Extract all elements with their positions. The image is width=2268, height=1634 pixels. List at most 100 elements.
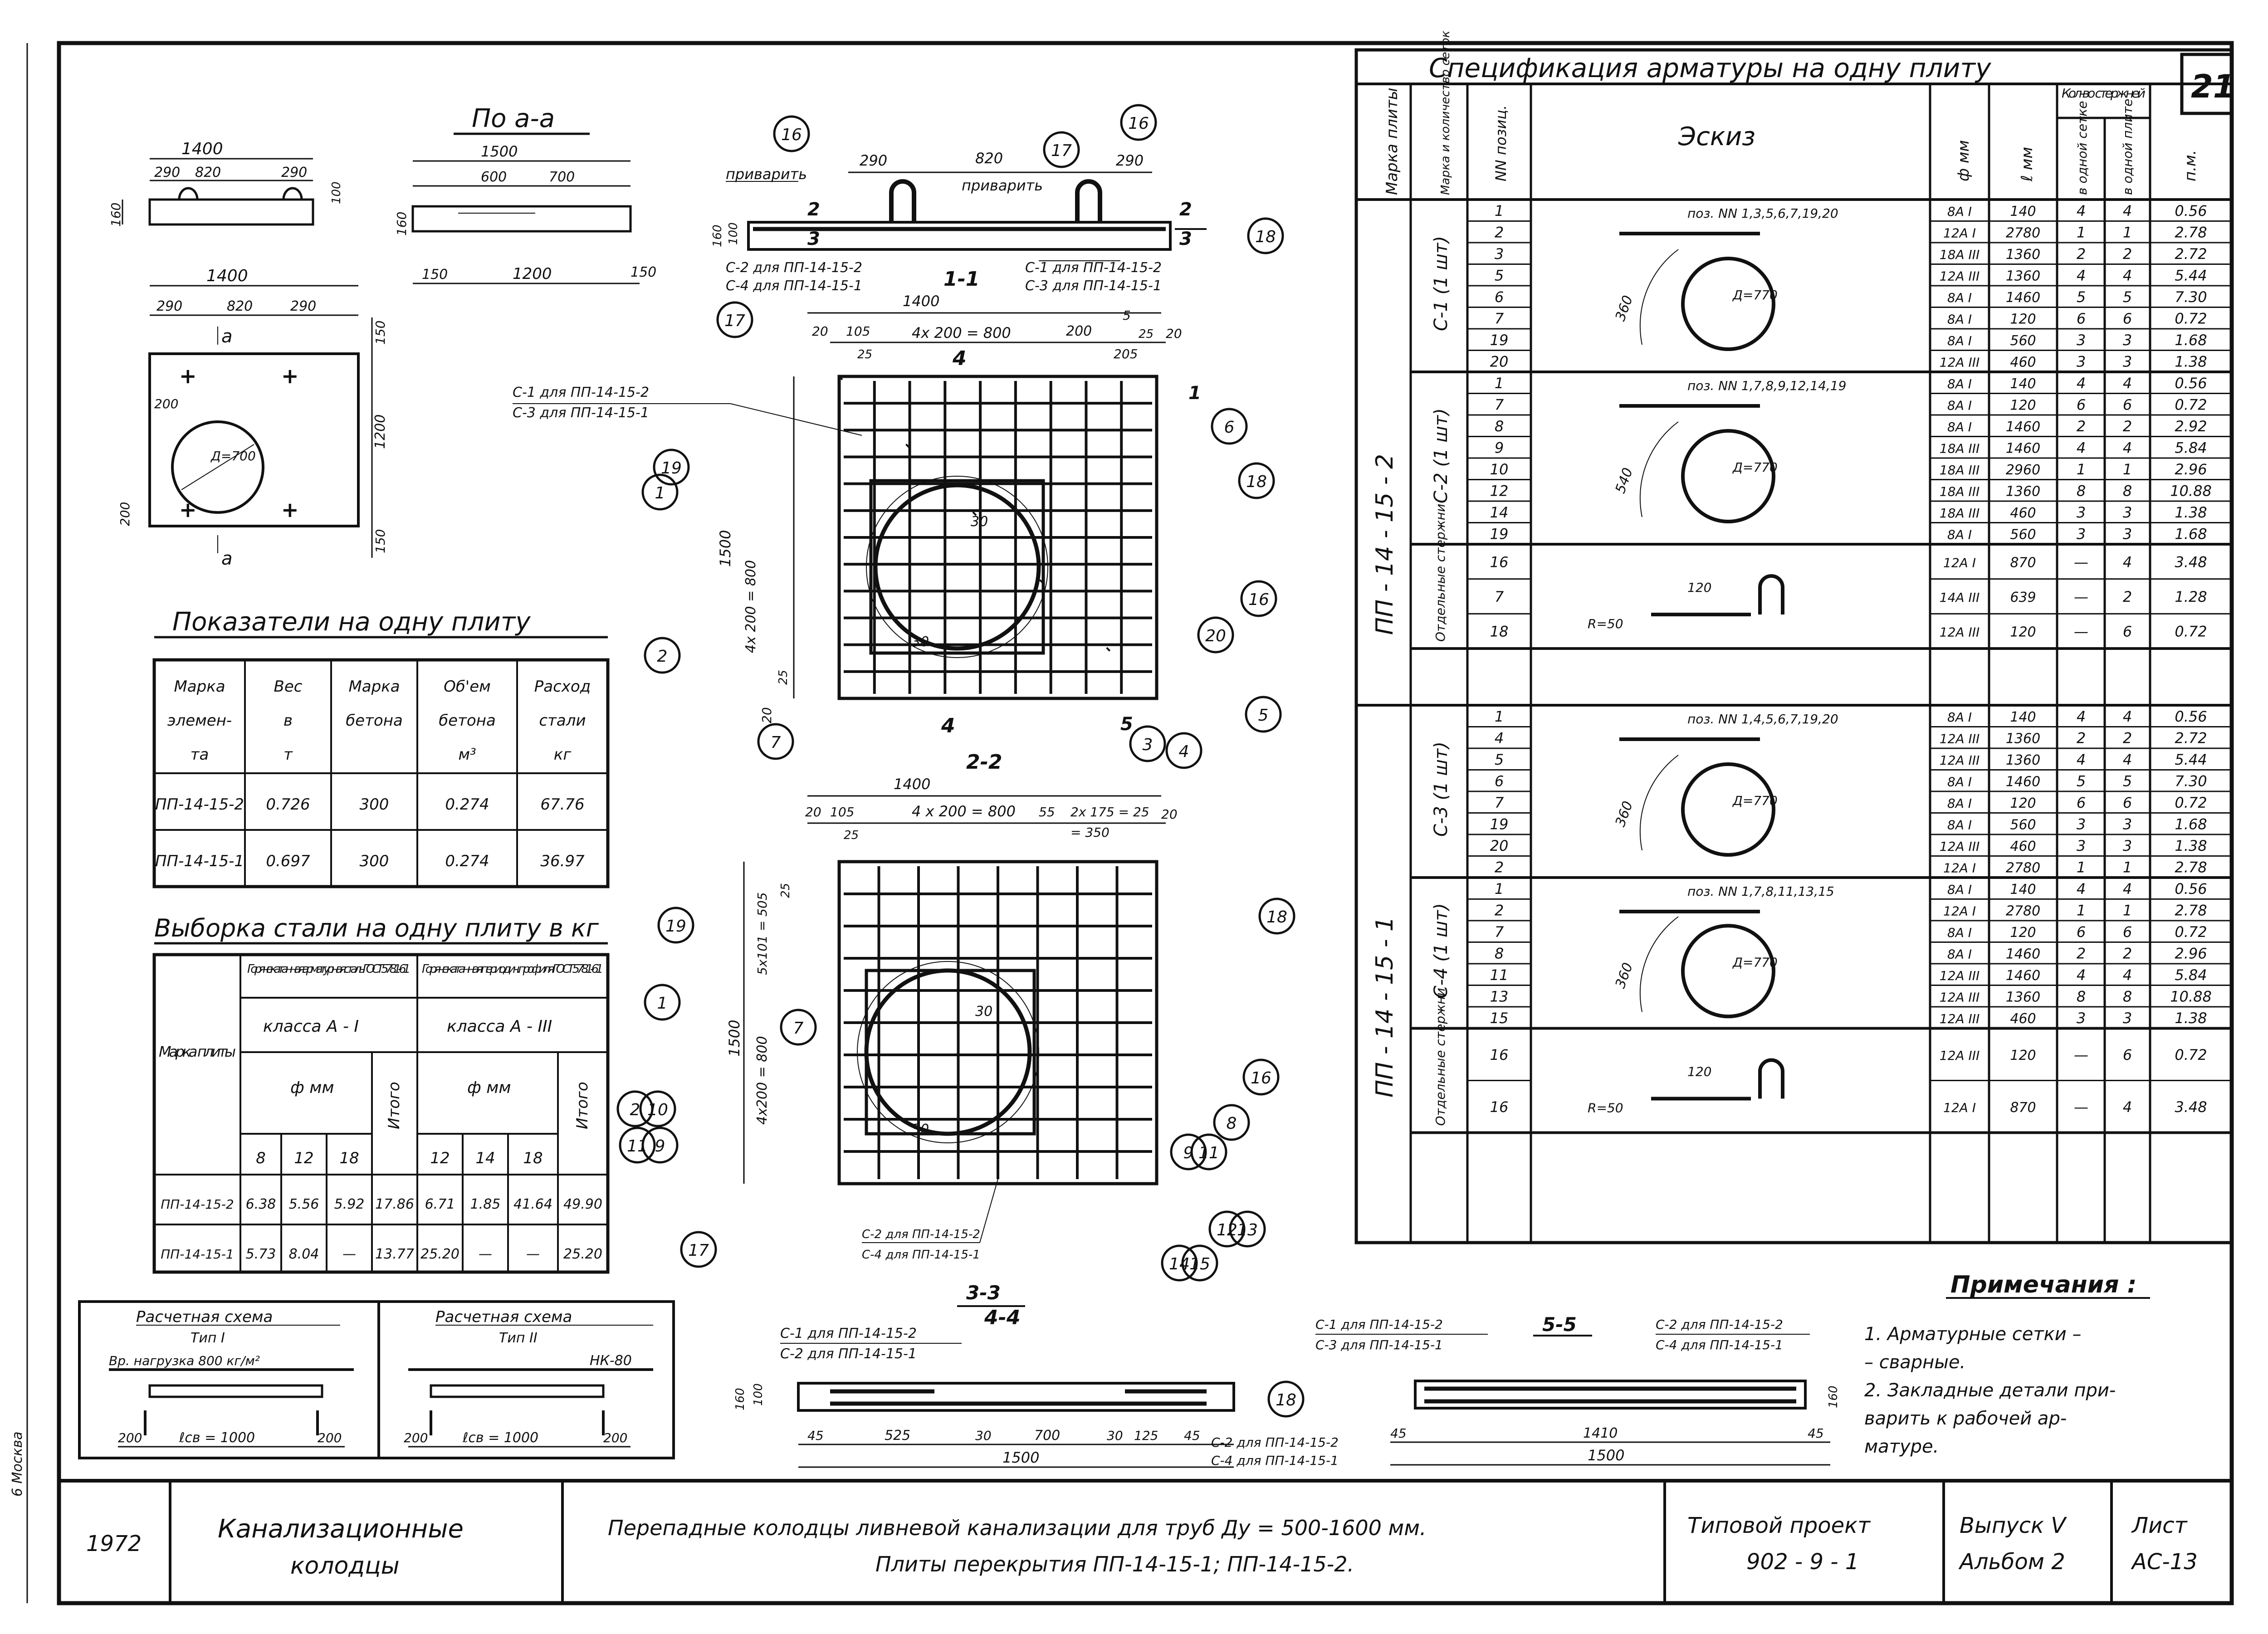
spec-length: 1360: [2006, 989, 2040, 1005]
svg-text:100: 100: [752, 1383, 765, 1406]
svg-text:20: 20: [1166, 326, 1182, 341]
spec-length: 560: [2010, 333, 2036, 349]
pokazateli-header-cell: Расход: [534, 678, 591, 696]
spec-length: 1360: [2006, 268, 2040, 284]
spec-count-mesh: —: [2074, 1046, 2088, 1063]
spec-count-plate: 3: [2123, 353, 2132, 370]
spec-table: Спецификация арматуры на одну плиту Марк…: [1354, 30, 2234, 1244]
callout-number: 1: [657, 994, 668, 1013]
svg-text:902 - 9 - 1: 902 - 9 - 1: [1746, 1549, 1859, 1575]
spec-sketch-note: поз. NN 1,7,8,11,13,15: [1687, 884, 1834, 899]
svg-text:С-1 для ПП-14-15-2: С-1 для ПП-14-15-2: [1025, 260, 1162, 276]
spec-run-meters: 2.72: [2175, 729, 2207, 746]
section-55: 5-5 С-1 для ПП-14-15-2 С-3 для ПП-14-15-…: [1315, 1313, 1840, 1466]
svg-text:ℓсв = 1000: ℓсв = 1000: [462, 1430, 538, 1446]
spec-count-mesh: 5: [2077, 772, 2086, 790]
svg-text:150: 150: [631, 264, 656, 280]
svg-text:3: 3: [1179, 229, 1192, 249]
svg-text:Тип II: Тип II: [499, 1330, 538, 1346]
vyborka-cell: 8.04: [289, 1246, 319, 1262]
spec-count-mesh: 3: [2077, 525, 2086, 542]
svg-text:820: 820: [227, 298, 253, 314]
spec-mesh-label: С-2 (1 шт): [1431, 408, 1452, 503]
spec-phi: 8А I: [1947, 817, 1972, 832]
spec-sketch-note: поз. NN 1,3,5,6,7,19,20: [1687, 206, 1838, 221]
svg-text:Вр. нагрузка 800 кг/м²: Вр. нагрузка 800 кг/м²: [109, 1353, 260, 1368]
vyborka-cell: 5.73: [246, 1246, 276, 1262]
spec-run-meters: 5.44: [2175, 267, 2207, 284]
spec-phi: 8А I: [1947, 925, 1972, 940]
svg-text:Марка и количество сеток: Марка и количество сеток: [1439, 30, 1452, 195]
spec-run-meters: 7.30: [2175, 288, 2207, 306]
spec-phi: 8А I: [1947, 946, 1972, 961]
note-line: 1. Арматурные сетки –: [1864, 1324, 2082, 1345]
svg-text:С-2 для ПП-14-15-1: С-2 для ПП-14-15-1: [780, 1346, 917, 1362]
svg-text:2x 175 = 25: 2x 175 = 25: [1070, 805, 1149, 819]
spec-phi: 12А I: [1943, 225, 1976, 240]
spec-sketch-dim: 360: [1613, 293, 1636, 323]
svg-text:290: 290: [281, 165, 307, 180]
position-callout: 15: [1181, 1244, 1218, 1282]
svg-text:2: 2: [807, 199, 820, 220]
spec-pos: 14: [1490, 504, 1509, 521]
spec-length: 1460: [2006, 290, 2040, 306]
svg-text:С-4 для ПП-14-15-1: С-4 для ПП-14-15-1: [1211, 1453, 1339, 1468]
pokazateli-header-cell: Вес: [274, 678, 303, 696]
svg-text:ℓ мм: ℓ мм: [2018, 147, 2036, 182]
spec-count-mesh: 4: [2077, 375, 2086, 392]
position-callout: 12: [1208, 1210, 1246, 1248]
plan-11: 1400 20 105 4x 200 = 800 200 25 20 5 205…: [513, 293, 1201, 737]
spec-phi: 18А III: [1940, 247, 1980, 262]
pokazateli-cell: 0.274: [445, 852, 489, 870]
spec-length: 1460: [2006, 440, 2040, 456]
svg-text:1972: 1972: [86, 1531, 142, 1556]
svg-text:290: 290: [290, 298, 316, 314]
svg-text:160: 160: [108, 203, 123, 227]
spec-length: 870: [2010, 555, 2036, 571]
raschet-2: Расчетная схема Тип II НК-80 200 ℓсв = 1…: [377, 1300, 675, 1459]
spec-count-mesh: 4: [2077, 966, 2086, 984]
spec-phi: 12А I: [1943, 555, 1976, 570]
spec-count-plate: 6: [2123, 923, 2132, 941]
pokazateli-cell: 67.76: [540, 795, 584, 814]
spec-count-mesh: 4: [2077, 708, 2086, 725]
spec-phi: 12А III: [1940, 990, 1980, 1005]
callout-number: 15: [1189, 1255, 1210, 1273]
position-callout: 18: [1267, 1380, 1305, 1418]
spec-pos: 8: [1495, 418, 1504, 435]
spec-length: 1460: [2006, 774, 2040, 790]
position-callout: 1: [641, 473, 679, 511]
callout-number: 7: [793, 1019, 804, 1038]
svg-text:25: 25: [844, 829, 859, 842]
spec-length: 120: [2010, 397, 2036, 413]
svg-text:4x 200 = 800: 4x 200 = 800: [912, 324, 1011, 341]
spec-phi: 18А III: [1940, 506, 1980, 521]
svg-text:Итого: Итого: [573, 1082, 591, 1129]
spec-pos: 6: [1495, 772, 1504, 790]
spec-count-mesh: —: [2074, 553, 2088, 571]
position-callout: 14: [1161, 1244, 1198, 1282]
svg-text:С-1 для ПП-14-15-2: С-1 для ПП-14-15-2: [513, 385, 649, 400]
spec-count-plate: 2: [2123, 588, 2132, 605]
svg-text:+: +: [179, 364, 197, 388]
spec-mesh-label: С-3 (1 шт): [1431, 741, 1452, 837]
svg-text:150: 150: [373, 529, 388, 553]
svg-text:1400: 1400: [181, 140, 223, 158]
spec-run-meters: 1.68: [2175, 525, 2207, 542]
callout-number: 2: [657, 647, 668, 666]
svg-text:160: 160: [394, 212, 409, 236]
spec-pos: 4: [1495, 729, 1504, 746]
spec-length: 120: [2010, 624, 2036, 640]
spec-length: 1360: [2006, 752, 2040, 768]
svg-text:ℓсв = 1000: ℓсв = 1000: [179, 1430, 255, 1446]
vyborka-cell: 13.77: [375, 1246, 414, 1262]
spec-run-meters: 2.78: [2175, 858, 2207, 876]
spec-sketch-note: поз. NN 1,7,8,9,12,14,19: [1687, 378, 1846, 393]
position-callout: 4: [1165, 732, 1202, 769]
svg-text:Типовой проект: Типовой проект: [1687, 1513, 1871, 1538]
spec-length: 1360: [2006, 731, 2040, 746]
spec-mesh-label: Отдельные стержни: [1433, 988, 1448, 1126]
